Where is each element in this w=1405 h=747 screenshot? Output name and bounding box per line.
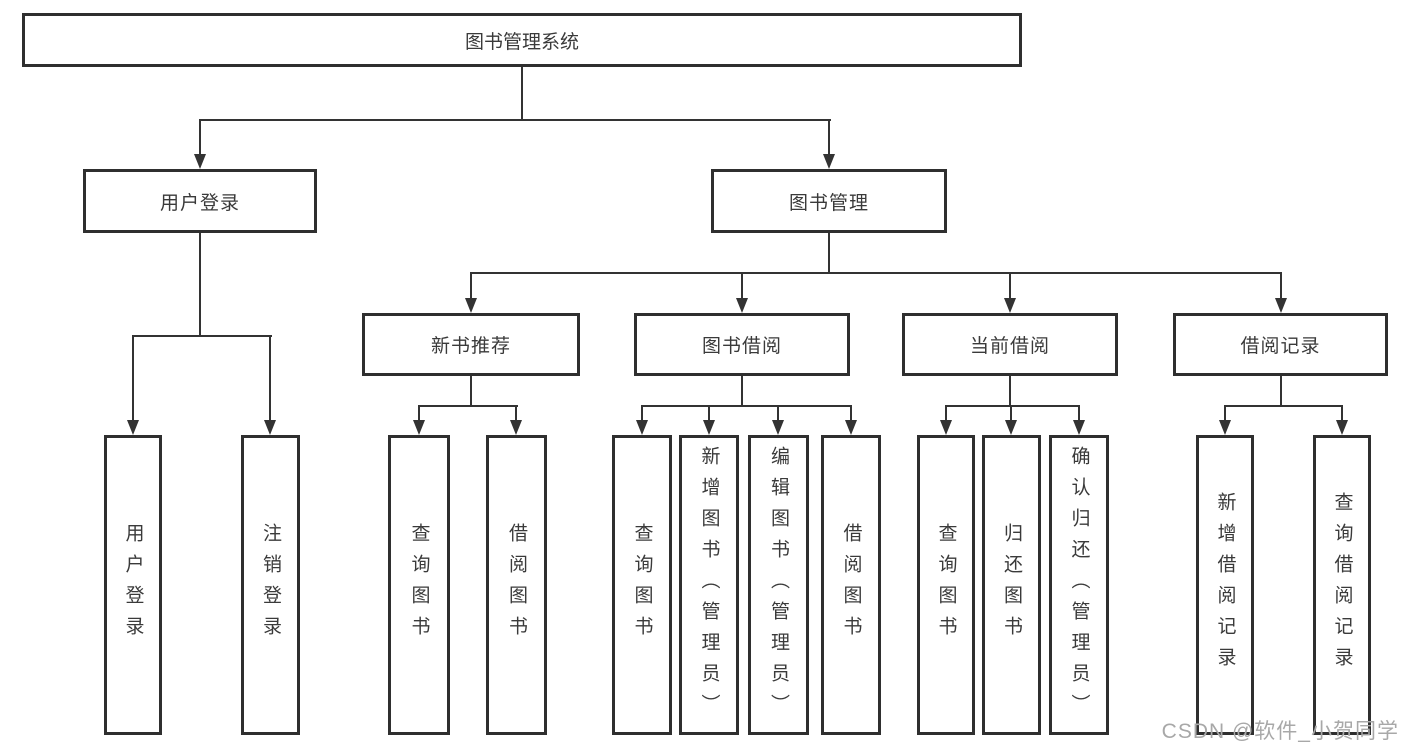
connector-stub-lf7 xyxy=(777,405,779,423)
node-label: 新增图书（管理员） xyxy=(698,445,720,725)
connector-stub-book-mgmt xyxy=(828,119,830,157)
arrowhead xyxy=(413,420,425,435)
node-label: 编辑图书（管理员） xyxy=(768,445,789,725)
connector-stub-lf3 xyxy=(418,405,420,423)
node-label: 查询图书 xyxy=(408,523,430,647)
node-label: 归还图书 xyxy=(1001,523,1022,647)
node-label: 借阅记录 xyxy=(1240,336,1321,357)
node-label: 注销登录 xyxy=(260,523,281,647)
leaf-borrow-book: 借阅图书 xyxy=(821,435,881,735)
leaf-confirm-return-admin: 确认归还（管理员） xyxy=(1049,435,1109,735)
arrowhead xyxy=(636,420,648,435)
connector-stub-lf8 xyxy=(850,405,852,423)
connector-stub-lf12 xyxy=(1224,405,1226,423)
connector-bookborrow-hbar xyxy=(641,405,852,407)
leaf-logout: 注销登录 xyxy=(241,435,300,735)
csdn-watermark: CSDN @软件_小贺同学 xyxy=(1161,720,1399,743)
node-label: 图书借阅 xyxy=(701,336,782,357)
node-label: 查询图书 xyxy=(935,523,957,647)
node-label: 用户登录 xyxy=(159,192,240,214)
connector-recommend-hbar xyxy=(418,405,518,407)
arrowhead xyxy=(1336,420,1348,435)
arrowhead xyxy=(940,420,952,435)
connector-bookmgmt-stem xyxy=(828,233,830,274)
connector-stub-lf11 xyxy=(1078,405,1080,423)
arrowhead xyxy=(465,298,477,313)
arrowhead xyxy=(845,420,857,435)
arrowhead xyxy=(264,420,276,435)
node-label: 图书管理系统 xyxy=(464,31,579,53)
connector-stub-user-login xyxy=(199,119,201,157)
node-label: 新增借阅记录 xyxy=(1214,492,1236,678)
node-label: 用户登录 xyxy=(122,523,144,647)
arrowhead xyxy=(823,154,835,169)
connector-stub-lf4 xyxy=(515,405,517,423)
node-current-borrow: 当前借阅 xyxy=(902,313,1118,376)
connector-userlogin-stem xyxy=(199,233,201,337)
connector-userlogin-hbar xyxy=(132,335,272,337)
connector-bookborrow-stem xyxy=(741,376,743,407)
node-label: 借阅图书 xyxy=(840,523,862,647)
connector-stub-lf2 xyxy=(269,335,271,423)
arrowhead xyxy=(1275,298,1287,313)
node-label: 确认归还（管理员） xyxy=(1068,445,1090,725)
node-label: 新书推荐 xyxy=(430,336,511,357)
connector-stub-lf13 xyxy=(1341,405,1343,423)
connector-stub-l3b xyxy=(741,272,743,301)
connector-root-stem xyxy=(521,67,523,121)
connector-stub-lf10 xyxy=(1010,405,1012,423)
leaf-recommend-query-book: 查询图书 xyxy=(388,435,450,735)
leaf-borrow-query-book: 查询图书 xyxy=(612,435,672,735)
connector-records-stem xyxy=(1280,376,1282,407)
node-borrow-records: 借阅记录 xyxy=(1173,313,1388,376)
leaf-add-book-admin: 新增图书（管理员） xyxy=(679,435,739,735)
connector-records-hbar xyxy=(1224,405,1343,407)
arrowhead xyxy=(1073,420,1085,435)
leaf-query-borrow-record: 查询借阅记录 xyxy=(1313,435,1371,735)
leaf-user-login: 用户登录 xyxy=(104,435,162,735)
connector-currentborrow-stem xyxy=(1009,376,1011,407)
node-new-book-recommend: 新书推荐 xyxy=(362,313,580,376)
connector-stub-lf5 xyxy=(641,405,643,423)
node-book-management-branch: 图书管理 xyxy=(711,169,947,233)
arrowhead xyxy=(703,420,715,435)
connector-stub-lf1 xyxy=(132,335,134,423)
arrowhead xyxy=(736,298,748,313)
node-label: 图书管理 xyxy=(788,192,869,214)
connector-root-hbar xyxy=(199,119,831,121)
connector-stub-l3c xyxy=(1009,272,1011,301)
arrowhead xyxy=(510,420,522,435)
connector-bookmgmt-hbar xyxy=(470,272,1282,274)
leaf-add-borrow-record: 新增借阅记录 xyxy=(1196,435,1254,735)
connector-currentborrow-hbar xyxy=(945,405,1080,407)
connector-recommend-stem xyxy=(470,376,472,407)
leaf-edit-book-admin: 编辑图书（管理员） xyxy=(748,435,809,735)
connector-stub-lf9 xyxy=(945,405,947,423)
node-library-management-system: 图书管理系统 xyxy=(22,13,1022,67)
node-label: 查询图书 xyxy=(631,523,653,647)
node-label: 当前借阅 xyxy=(969,336,1050,357)
connector-stub-l3d xyxy=(1280,272,1282,301)
leaf-recommend-borrow-book: 借阅图书 xyxy=(486,435,547,735)
node-user-login-branch: 用户登录 xyxy=(83,169,317,233)
leaf-current-query-book: 查询图书 xyxy=(917,435,975,735)
arrowhead xyxy=(194,154,206,169)
leaf-return-book: 归还图书 xyxy=(982,435,1041,735)
node-label: 借阅图书 xyxy=(506,523,527,647)
arrowhead xyxy=(1005,420,1017,435)
node-label: 查询借阅记录 xyxy=(1331,492,1353,678)
arrowhead xyxy=(772,420,784,435)
arrowhead xyxy=(127,420,139,435)
arrowhead xyxy=(1219,420,1231,435)
connector-stub-l3a xyxy=(470,272,472,301)
arrowhead xyxy=(1004,298,1016,313)
connector-stub-lf6 xyxy=(708,405,710,423)
node-book-borrow: 图书借阅 xyxy=(634,313,850,376)
